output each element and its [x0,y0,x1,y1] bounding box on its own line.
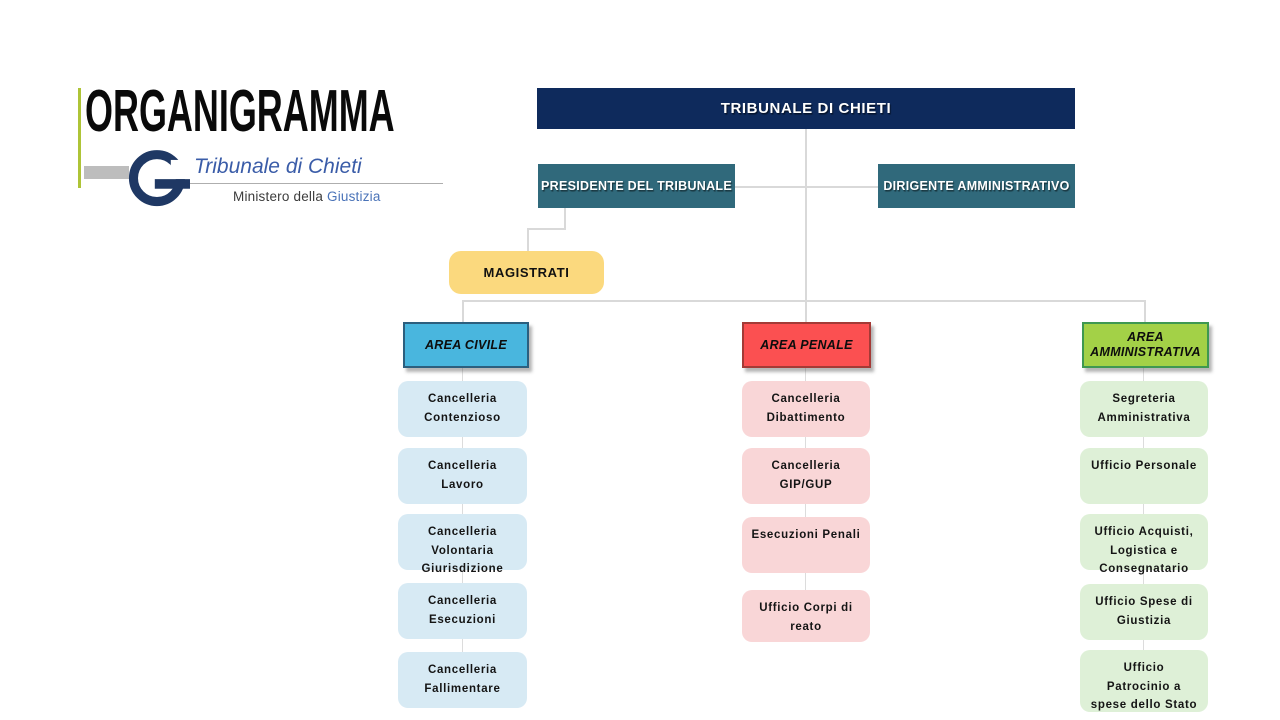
connector-amministrativa-item [1143,570,1144,584]
ministry-prefix: Ministero della [233,189,327,204]
node-dirigente-amministrativo: DIRIGENTE AMMINISTRATIVO [878,164,1075,208]
logo-org-name: Tribunale di Chieti [194,155,362,178]
node-ufficio-spese-di-giustizia: Ufficio Spese di Giustizia [1080,584,1208,640]
node-magistrati: MAGISTRATI [449,251,604,294]
page-title: ORGANIGRAMMA [85,77,395,145]
connector-president-elbow [528,228,566,230]
connector-amministrativa-item [1143,504,1144,514]
connector-areas-horizontal [462,300,1146,302]
ministry-highlight: Giustizia [327,189,381,204]
connector-civile-item [462,367,463,381]
node-area-civile: AREA CIVILE [403,322,529,368]
logo-gray-bar [84,166,129,179]
tribunale-g-logo-icon [128,150,190,207]
connector-civile-item [462,639,463,652]
connector-penale-item [805,437,806,448]
connector-trunk-vertical [805,129,807,322]
connector-amministrativa-item [1143,437,1144,448]
connector-penale-item [805,573,806,590]
connector-civile-item [462,504,463,514]
node-cancelleria-dibattimento: Cancelleria Dibattimento [742,381,870,437]
node-ufficio-corpi-di-reato: Ufficio Corpi di reato [742,590,870,642]
node-ufficio-personale: Ufficio Personale [1080,448,1208,504]
logo-ministry-line: Ministero della Giustizia [233,189,381,204]
node-area-amministrativa: AREA AMMINISTRATIVA [1082,322,1209,368]
connector-civile-item [462,570,463,583]
node-cancelleria-contenzioso: Cancelleria Contenzioso [398,381,527,437]
node-ufficio-patrocinio-spese-stato: Ufficio Patrocinio a spese dello Stato [1080,650,1208,712]
node-cancelleria-fallimentare: Cancelleria Fallimentare [398,652,527,708]
node-cancelleria-esecuzioni: Cancelleria Esecuzioni [398,583,527,639]
node-segreteria-amministrativa: Segreteria Amministrativa [1080,381,1208,437]
node-area-penale: AREA PENALE [742,322,871,368]
connector-amministrativa-item [1143,368,1144,381]
node-tribunale-di-chieti: TRIBUNALE DI CHIETI [537,88,1075,129]
connector-amministrativa-item [1143,640,1144,650]
connector-penale-item [805,504,806,517]
logo-underline [190,183,443,184]
connector-amministrativa-drop [1144,300,1146,322]
connector-civile-item [462,437,463,448]
connector-president-down [564,208,566,230]
node-cancelleria-volontaria-giurisdizione: Cancelleria Volontaria Giurisdizione [398,514,527,575]
node-ufficio-acquisti-logistica-consegnatario: Ufficio Acquisti, Logistica e Consegnata… [1080,514,1208,575]
node-cancelleria-lavoro: Cancelleria Lavoro [398,448,527,504]
node-presidente-del-tribunale: PRESIDENTE DEL TRIBUNALE [538,164,735,208]
connector-managers-horizontal [735,186,878,188]
connector-magistrati-down [527,228,529,252]
connector-civile-drop [462,300,464,322]
node-esecuzioni-penali: Esecuzioni Penali [742,517,870,573]
connector-penale-item [805,368,806,381]
accent-bar [78,88,81,188]
node-cancelleria-gip-gup: Cancelleria GIP/GUP [742,448,870,504]
